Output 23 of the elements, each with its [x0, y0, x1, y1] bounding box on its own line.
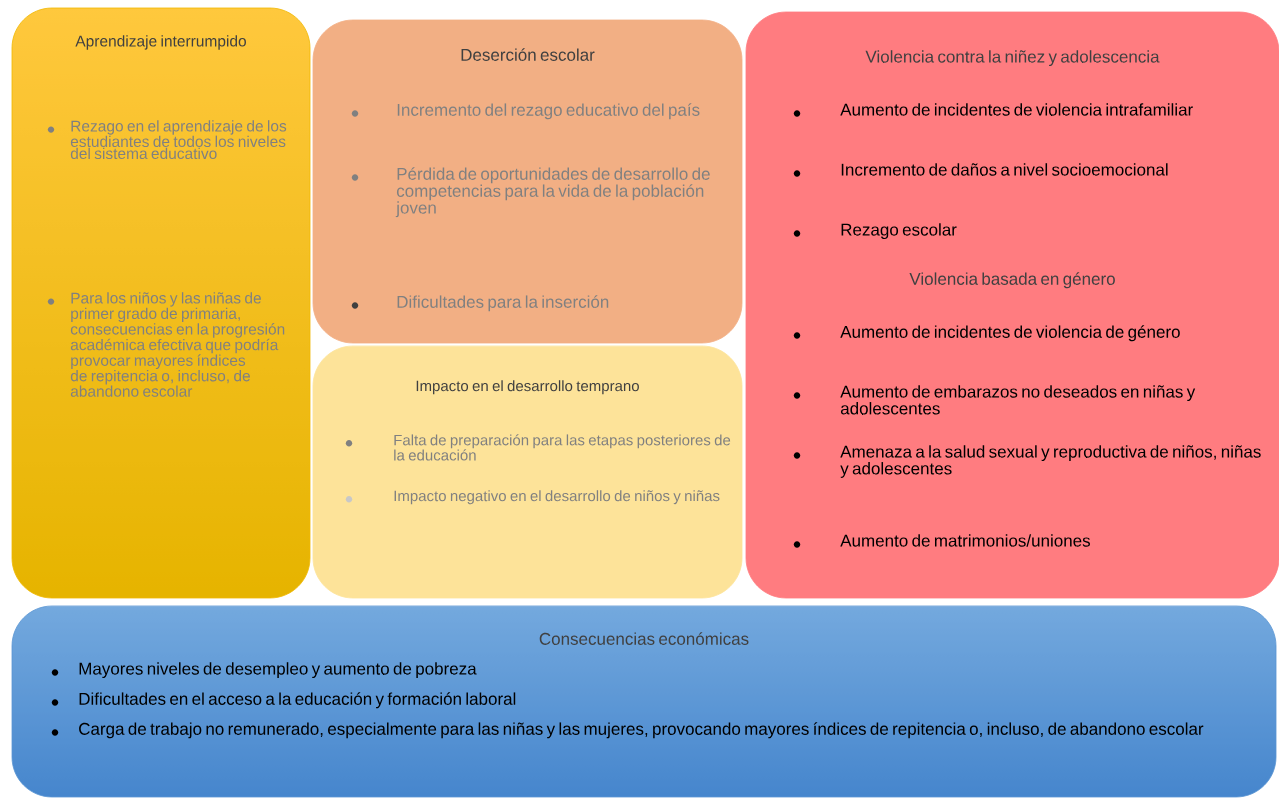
- list-item: Falta de preparación para las etapas posteriores de la educación: [394, 434, 731, 461]
- heading: Impacto en el desarrollo temprano: [416, 380, 639, 395]
- list-item: Incremento del rezago educativo del país: [397, 103, 700, 120]
- list-item: Para los niños y las niñas de primer grado de primaria, consecuencias en la progresión académica efectiva que podría provocar mayores índices de repitencia o, incluso, de abandono escolar: [70, 292, 285, 397]
- list-item: Dificultades en el acceso a la educación y formación laboral: [79, 692, 516, 709]
- list-item: Rezago escolar: [841, 223, 957, 240]
- list-item: Rezago en el aprendizaje de los estudiantes de todos los niveles del sistema educativo: [70, 120, 287, 160]
- list-item: Incremento de daños a nivel socioemocional: [841, 163, 1168, 176]
- list-item: Impacto negativo en el desarrollo de niños y niñas: [394, 490, 720, 505]
- list-item: Mayores niveles de desempleo y aumento de pobreza: [79, 662, 477, 679]
- list-item: Aumento de incidentes de violencia de género: [840, 325, 1180, 342]
- list-item: Amenaza a la salud sexual y reproductiva de niños, niñas y adolescentes: [840, 445, 1261, 478]
- list-item: Carga de trabajo no remunerado, especialmente para las niñas y las mujeres, provocando mayores índices de repitencia o, incluso, de abandono escolar: [79, 722, 1204, 739]
- heading: Violencia basada en género: [909, 272, 1115, 289]
- heading: Deserción escolar: [461, 48, 595, 61]
- list-item: Aumento de matrimonios/uniones: [840, 534, 1091, 547]
- heading: Aprendizaje interrumpido: [75, 35, 246, 50]
- list-item: Aumento de embarazos no deseados en niñas y adolescentes: [840, 385, 1196, 415]
- list-item: Pérdida de oportunidades de desarrollo de competencias para la vida de la población joven: [395, 167, 710, 218]
- list-item: Dificultades para la inserción: [397, 295, 609, 312]
- heading: Consecuencias económicas: [539, 632, 749, 645]
- list-item: Aumento de incidentes de violencia intrafamiliar: [840, 103, 1193, 116]
- heading: Violencia contra la niñez y adolescencia: [865, 50, 1160, 67]
